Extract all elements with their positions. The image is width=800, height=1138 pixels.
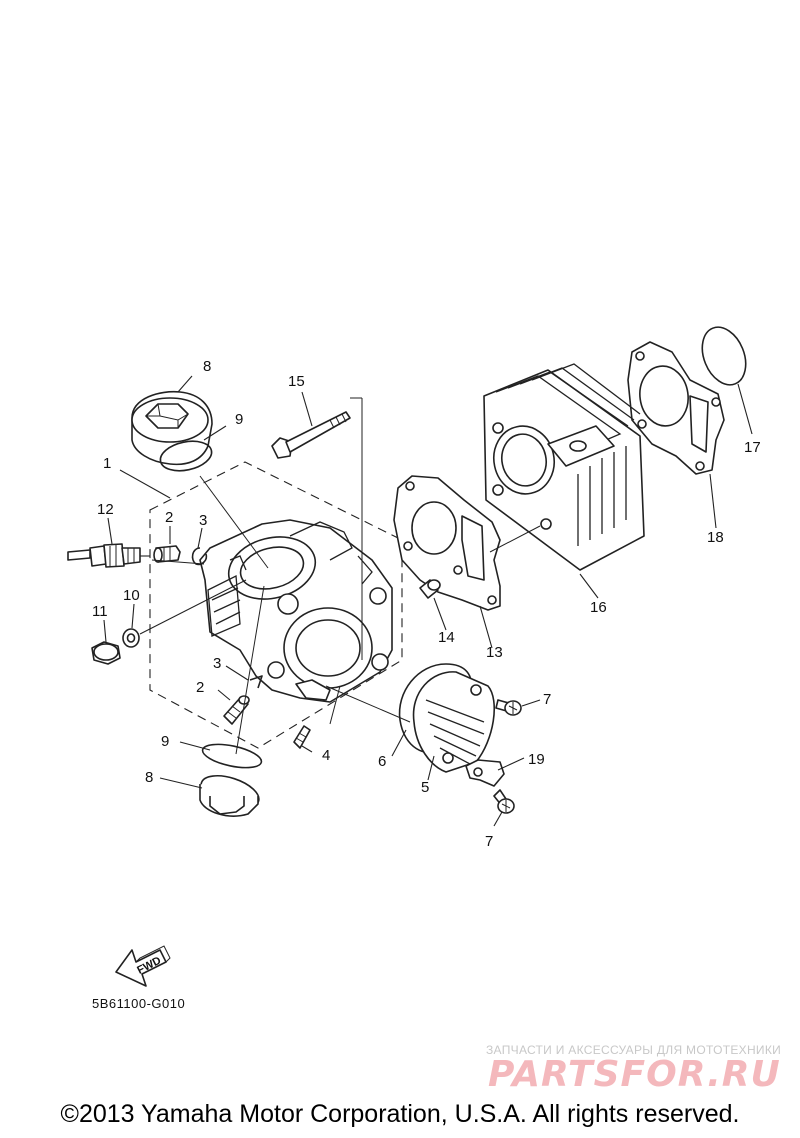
watermark-tagline: ЗАПЧАСТИ И АКСЕССУАРЫ ДЛЯ МОТОТЕХНИКИ (486, 1043, 782, 1057)
callout-9-lower: 9 (161, 733, 169, 750)
spark-plug (67, 543, 150, 568)
callout-8-lower: 8 (145, 769, 153, 786)
assembly-outline (149, 461, 403, 749)
oil-plug-upper (131, 390, 213, 466)
clip-upper (191, 547, 208, 566)
callout-7-lower: 7 (485, 833, 493, 850)
side-cover (412, 671, 495, 773)
leader-lines (103, 375, 753, 827)
callout-6: 6 (378, 753, 386, 770)
callout-15: 15 (288, 373, 305, 390)
callout-14: 14 (438, 629, 455, 646)
head-gasket (393, 475, 501, 611)
oil-plug-lower (199, 774, 260, 817)
callout-11: 11 (92, 603, 108, 620)
callout-labels: 8 9 15 1 2 3 12 10 11 3 2 4 9 8 6 5 7 7 … (92, 358, 761, 850)
callout-2-upper: 2 (165, 509, 173, 526)
clip-lower (249, 675, 263, 689)
cylinder (483, 363, 645, 571)
callout-12: 12 (97, 501, 114, 518)
side-cover-gasket (398, 663, 472, 754)
callout-1: 1 (103, 455, 111, 472)
callout-18: 18 (707, 529, 724, 546)
stud (293, 725, 311, 749)
callout-3-upper: 3 (199, 512, 207, 529)
callout-13: 13 (486, 644, 503, 661)
o-ring-upper (159, 440, 213, 472)
watermark-logo: PARTSFOR.RU (488, 1054, 781, 1095)
washer (122, 628, 140, 648)
o-ring-cylinder (701, 326, 747, 386)
clamp (465, 759, 505, 787)
plug-bolt (91, 641, 121, 665)
base-gasket (627, 341, 725, 475)
callout-7-upper: 7 (543, 691, 551, 708)
callout-8-upper: 8 (203, 358, 211, 375)
callout-4: 4 (322, 747, 330, 764)
valve-guide-lower (223, 695, 250, 725)
forward-arrow-icon: FWD (115, 945, 171, 987)
screw-lower (493, 789, 515, 814)
callout-3-lower: 3 (213, 655, 221, 672)
diagram-code: 5B61100-G010 (92, 996, 186, 1011)
callout-5: 5 (421, 779, 429, 796)
callout-19: 19 (528, 751, 545, 768)
o-ring-lower (201, 743, 263, 769)
valve-guide-upper (153, 545, 181, 563)
callout-17: 17 (744, 439, 761, 456)
bolt (271, 411, 351, 459)
screw-upper (495, 699, 522, 716)
callout-9-upper: 9 (235, 411, 243, 428)
dowel-pin (419, 579, 441, 599)
cylinder-head (199, 519, 393, 703)
callout-10: 10 (123, 587, 140, 604)
callout-2-lower: 2 (196, 679, 204, 696)
copyright-notice: ©2013 Yamaha Motor Corporation, U.S.A. A… (60, 1100, 740, 1128)
callout-16: 16 (590, 599, 607, 616)
